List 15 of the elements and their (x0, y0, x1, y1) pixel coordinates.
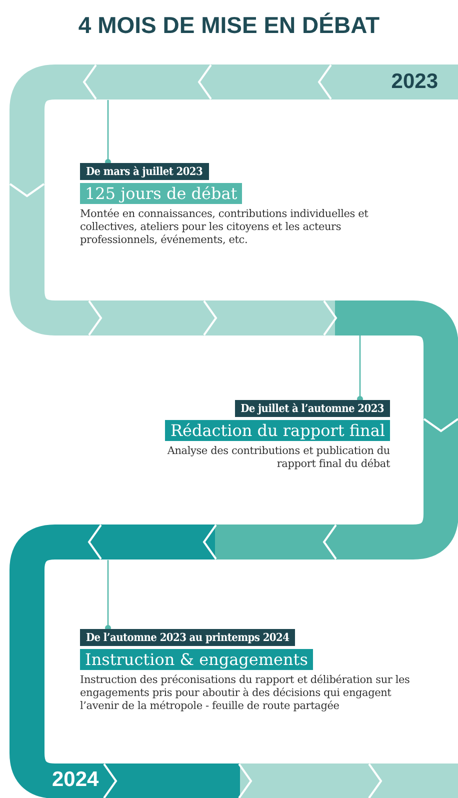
stage-heading: Rédaction du rapport final (165, 420, 390, 441)
stage-description: Instruction des préconisations du rapport et délibération sur les engagements pris pour aboutir à des décisions qui engagent l’avenir de la métropole - feuille de route partagée (80, 674, 411, 713)
leader-line (105, 100, 111, 165)
date-tag: De mars à juillet 2023 (80, 163, 209, 180)
date-tag: De juillet à l’automne 2023 (234, 400, 390, 417)
date-tag: De l’automne 2023 au printemps 2024 (80, 629, 296, 646)
leader-line (357, 335, 363, 402)
stage-heading: Instruction & engagements (80, 649, 313, 670)
title: 4 MOIS DE MISE EN DÉBAT (77, 12, 381, 39)
year-label: 2023 (391, 70, 438, 94)
leader-line (105, 560, 111, 631)
stage-heading: 125 jours de débat (80, 183, 242, 204)
stage-description: Montée en connaissances, contributions individuelles et collectives, ateliers pour les citoyens et les acteurs professionnels, événements, etc. (80, 208, 370, 247)
stage-description: Analyse des contributions et publication du rapport final du débat (166, 445, 390, 471)
year-label: 2024 (52, 768, 99, 792)
